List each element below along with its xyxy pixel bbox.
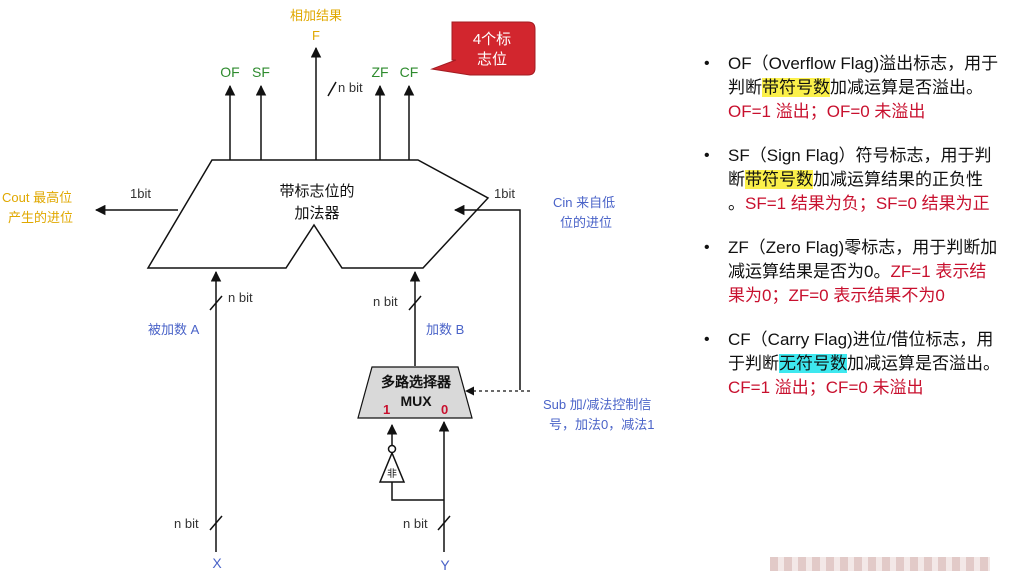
bullet: •	[704, 147, 710, 164]
cin-label-line1: Cin 来自低	[553, 195, 615, 210]
flag-desc-after: 加减运算结果的正负性 。	[728, 170, 983, 213]
sub-label-line1: Sub 加/减法控制信	[543, 397, 651, 412]
input-a-label: 被加数 A	[148, 322, 200, 337]
flag-red-2: ZF=0 表示结果不为0	[788, 286, 945, 305]
cin-bit-label: 1bit	[494, 186, 515, 201]
flag-name: CF	[728, 330, 751, 349]
mux-label-line1: 多路选择器	[381, 374, 452, 390]
cin-arrow	[453, 204, 521, 390]
flag-red-2: SF=0 结果为正	[875, 194, 990, 213]
y-to-not-wire	[391, 482, 444, 501]
adder-label-line1: 带标志位的	[279, 183, 354, 200]
bullet: •	[704, 239, 710, 256]
flag-item-cf: • CF（Carry Flag)进位/借位标志，用于判断无符号数加减运算是否溢出…	[700, 328, 1000, 400]
flag-red-1: SF=1 结果为负；	[745, 194, 876, 213]
not-gate-bubble	[387, 444, 397, 454]
flag-highlight: 无符号数	[779, 354, 847, 373]
result-letter: F	[312, 28, 320, 43]
flag-red-1: ZF=1 表示结果为0；	[728, 262, 987, 305]
of-output-label: OF	[220, 64, 239, 80]
flag-explanation-panel: • OF（Overflow Flag)溢出标志，用于判断带符号数加减运算是否溢出…	[700, 52, 1000, 420]
flag-red-2: OF=0 未溢出	[826, 102, 926, 121]
f-nbit-label: n bit	[338, 80, 363, 95]
flag-red-1: OF=1 溢出；	[728, 102, 827, 121]
input-b-nbit: n bit	[373, 294, 398, 309]
flag-desc: （Carry Flag)进位/借位标志，用于判断	[728, 330, 994, 373]
input-b-label: 加数 B	[426, 322, 464, 337]
flag-desc: （Zero Flag)零标志，用于判断加减运算结果是否为0。	[728, 238, 998, 281]
y-bus-slash	[437, 515, 451, 531]
flag-name: ZF	[728, 238, 749, 257]
flag-highlight: 带符号数	[745, 170, 813, 189]
callout-line1: 4个标	[473, 31, 511, 48]
adder-diagram: 4个标 志位 相加结果 F OF SF ZF CF n bit 带标志位的 加法…	[2, 8, 654, 573]
sf-output-label: SF	[252, 64, 270, 80]
sub-label-line2: 号，加法0，减法1	[549, 417, 654, 432]
mux-input-1-label: 1	[383, 402, 390, 417]
flag-name: OF	[728, 54, 752, 73]
cout-bit-label: 1bit	[130, 186, 151, 201]
flag-desc: （Overflow Flag)溢出标志，用于判断	[728, 54, 999, 97]
input-a-slash	[209, 295, 223, 311]
cin-label-line2: 位的进位	[560, 215, 612, 230]
zf-output-label: ZF	[371, 64, 388, 80]
flag-red-1: CF=1 溢出；	[728, 378, 826, 397]
input-a-nbit: n bit	[228, 290, 253, 305]
result-label: 相加结果	[290, 8, 342, 23]
flag-item-sf: • SF（Sign Flag）符号标志，用于判断带符号数加减运算结果的正负性 。…	[700, 144, 1000, 216]
input-b-slash	[408, 295, 422, 311]
adder-label-line2: 加法器	[294, 205, 339, 222]
flag-desc-after: 加减运算是否溢出。	[830, 78, 983, 97]
mux-label-line2: MUX	[400, 393, 432, 409]
x-input-label: X	[212, 555, 222, 571]
not-gate-label: 非	[387, 468, 397, 480]
not-gate	[378, 451, 406, 483]
flag-desc: （Sign Flag）符号标志，用于判断	[728, 146, 992, 189]
adder-block	[146, 159, 490, 269]
flag-desc-after: 加减运算是否溢出。	[847, 354, 1000, 373]
flag-callout: 4个标 志位	[430, 21, 536, 76]
flag-highlight: 带符号数	[762, 78, 830, 97]
y-input-label: Y	[440, 557, 450, 573]
cout-label-line1: Cout 最高位	[2, 190, 72, 205]
flag-item-of: • OF（Overflow Flag)溢出标志，用于判断带符号数加减运算是否溢出…	[700, 52, 1000, 124]
flag-item-zf: • ZF（Zero Flag)零标志，用于判断加减运算结果是否为0。ZF=1 表…	[700, 236, 1000, 308]
cf-output-label: CF	[400, 64, 419, 80]
cout-label-line2: 产生的进位	[8, 210, 73, 225]
flag-red-2: CF=0 未溢出	[825, 378, 924, 397]
callout-line2: 志位	[477, 51, 507, 68]
y-nbit-label: n bit	[403, 516, 428, 531]
mux-input-0-label: 0	[441, 402, 448, 417]
blurred-footer-strip	[770, 557, 990, 571]
mux-block	[357, 366, 473, 419]
f-bus-slash	[327, 81, 337, 97]
flag-name: SF	[728, 146, 750, 165]
bullet: •	[704, 55, 710, 72]
bullet: •	[704, 331, 710, 348]
x-nbit-label: n bit	[174, 516, 199, 531]
x-bus-slash	[209, 515, 223, 531]
